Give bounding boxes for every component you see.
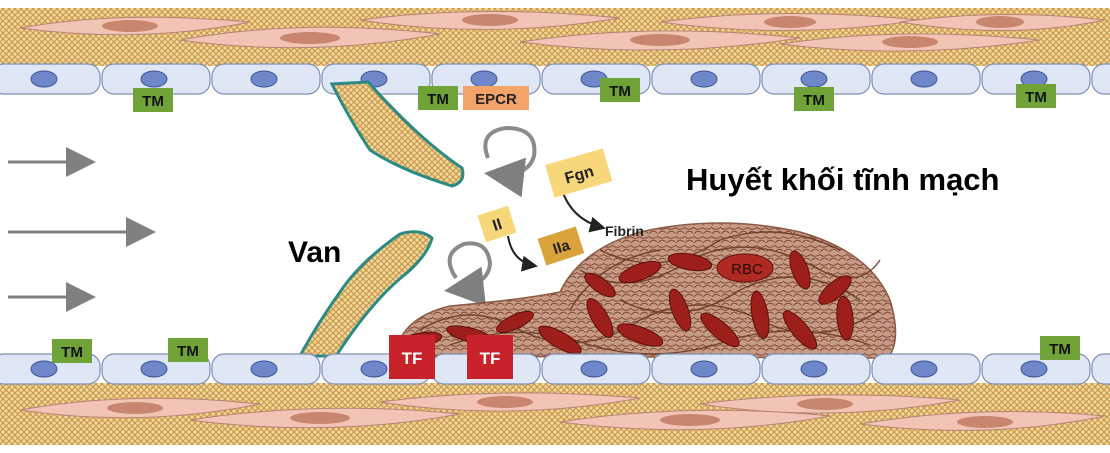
epcr-marker: EPCR [463,86,529,110]
top-endothelial-nucleus [250,70,278,88]
bottom-endothelial-nucleus [360,360,388,378]
rbc-label: RBC [731,261,763,278]
top-smooth-muscle-cells [19,10,1106,52]
tm-marker-bottom-3: TM [1040,336,1080,360]
tm-label: TM [61,344,83,361]
bottom-endothelial-nucleus [580,360,608,378]
tm-marker-top-2: TM [418,86,458,110]
top-vessel-wall [0,8,1110,95]
bottom-endothelial-nucleus [250,360,278,378]
vortex-arrow-lower [444,241,493,307]
tm-label: TM [803,92,825,109]
top-endothelium [0,63,1110,95]
fibrin-label: Fibrin [605,223,644,239]
top-endothelial-nucleus [140,70,168,88]
tm-label: TM [427,91,449,108]
bottom-endothelial-nucleus [30,360,58,378]
tf-label: TF [402,349,423,368]
tf-label: TF [480,349,501,368]
bottom-vessel-wall [0,383,1110,445]
tm-label: TM [1049,341,1071,358]
tf-marker-1: TF [389,335,435,379]
epcr-label: EPCR [475,91,517,108]
bottom-endothelial-nucleus [800,360,828,378]
top-endothelial-nucleus [470,70,498,88]
tm-marker-bottom-1: TM [52,339,92,363]
bottom-endothelial-nucleus [910,360,938,378]
lower-valve-leaflet [297,230,434,358]
vortex-arrows [444,125,537,307]
arrow-ii-to-iia [507,235,538,272]
tm-label: TM [142,93,164,110]
factor-iia-label: IIa [551,237,573,259]
factor-iia-tag: IIa [537,226,585,266]
bottom-endothelial-nucleus [690,360,718,378]
bottom-endothelium [0,353,1110,385]
vortex-arrow-upper [483,125,537,198]
top-endothelial-nucleus [690,70,718,88]
tm-marker-top-4: TM [794,87,834,111]
top-endothelial-nucleus [910,70,938,88]
arrow-fgn-to-fibrin [561,189,606,233]
bottom-endothelial-cell [1091,353,1110,385]
tm-label: TM [609,83,631,100]
top-endothelial-nucleus [800,70,828,88]
valve [297,80,465,358]
bottom-smooth-muscle-cells [19,392,1106,431]
fibrinogen-tag: Fgn [545,148,613,198]
tm-marker-top-1: TM [133,88,173,112]
tm-label: TM [177,343,199,360]
tm-marker-top-5: TM [1016,84,1056,108]
upper-valve-leaflet [329,80,465,188]
diagram-title: Huyết khối tĩnh mạch [686,162,999,197]
valve-label: Van [288,236,341,269]
tm-marker-bottom-2: TM [168,338,208,362]
bottom-endothelial-nucleus [1020,360,1048,378]
tf-marker-2: TF [467,335,513,379]
top-endothelial-cell [1091,63,1110,95]
blood-flow-arrows [8,147,156,312]
top-endothelial-nucleus [30,70,58,88]
bottom-endothelial-nucleus [140,360,168,378]
tm-marker-top-3: TM [600,78,640,102]
tm-label: TM [1025,89,1047,106]
factor-ii-tag: II [477,205,517,243]
